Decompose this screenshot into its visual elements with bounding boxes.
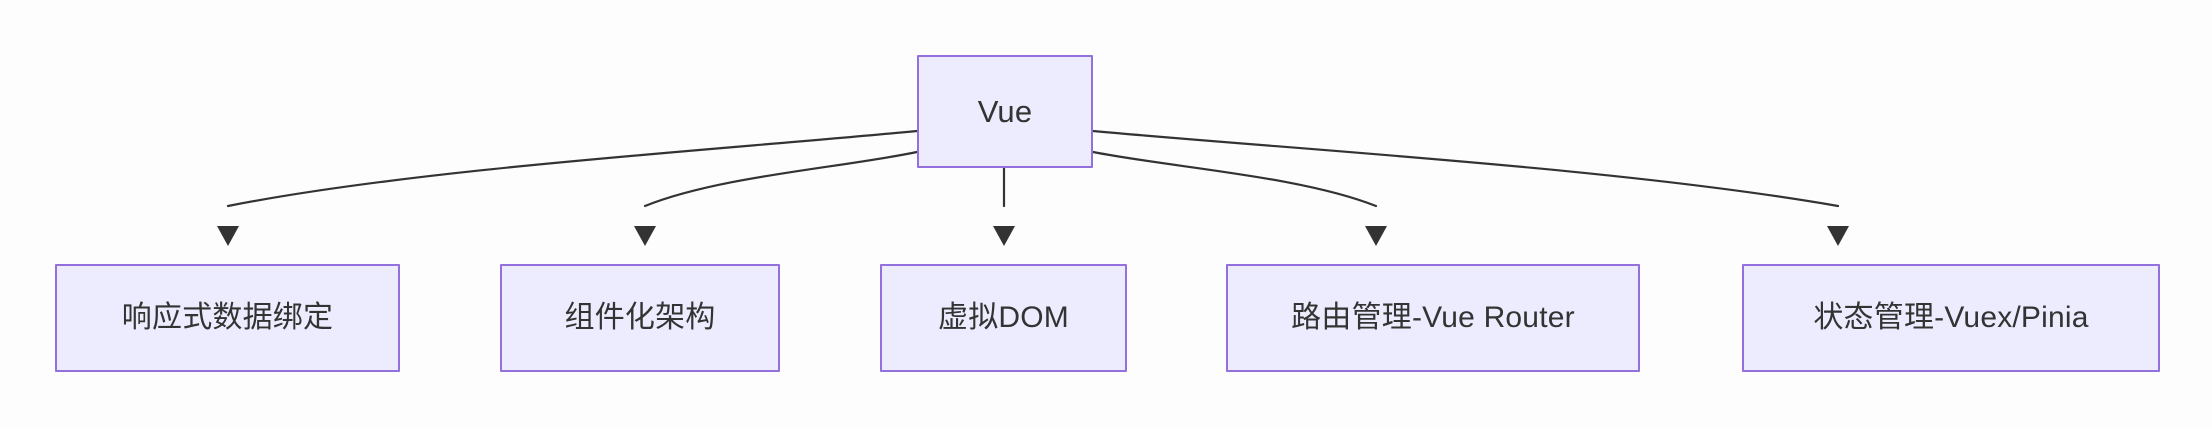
node-router[interactable]: 路由管理-Vue Router: [1226, 264, 1640, 372]
node-state[interactable]: 状态管理-Vuex/Pinia: [1742, 264, 2160, 372]
arrowhead-vdom-icon: [993, 226, 1015, 246]
edge-vue-to-reactive: [226, 129, 919, 208]
node-component-label: 组件化架构: [564, 301, 716, 334]
node-reactive[interactable]: 响应式数据绑定: [55, 264, 400, 372]
arrowhead-reactive-icon: [217, 226, 239, 246]
node-state-label: 状态管理-Vuex/Pinia: [1813, 301, 2089, 334]
node-reactive-label: 响应式数据绑定: [121, 301, 334, 334]
edge-vue-to-router: [1091, 150, 1378, 208]
node-vue-label: Vue: [977, 93, 1033, 129]
node-vdom-label: 虚拟DOM: [938, 301, 1069, 334]
arrowhead-state-icon: [1827, 226, 1849, 246]
node-vdom[interactable]: 虚拟DOM: [880, 264, 1127, 372]
node-router-label: 路由管理-Vue Router: [1291, 301, 1575, 334]
edge-vue-to-component: [643, 150, 919, 208]
edge-arrowheads: [217, 226, 1849, 246]
arrowhead-component-icon: [634, 226, 656, 246]
node-vue[interactable]: Vue: [917, 55, 1093, 168]
arrowhead-router-icon: [1365, 226, 1387, 246]
node-component[interactable]: 组件化架构: [500, 264, 780, 372]
edge-vue-to-state: [1091, 129, 1840, 208]
